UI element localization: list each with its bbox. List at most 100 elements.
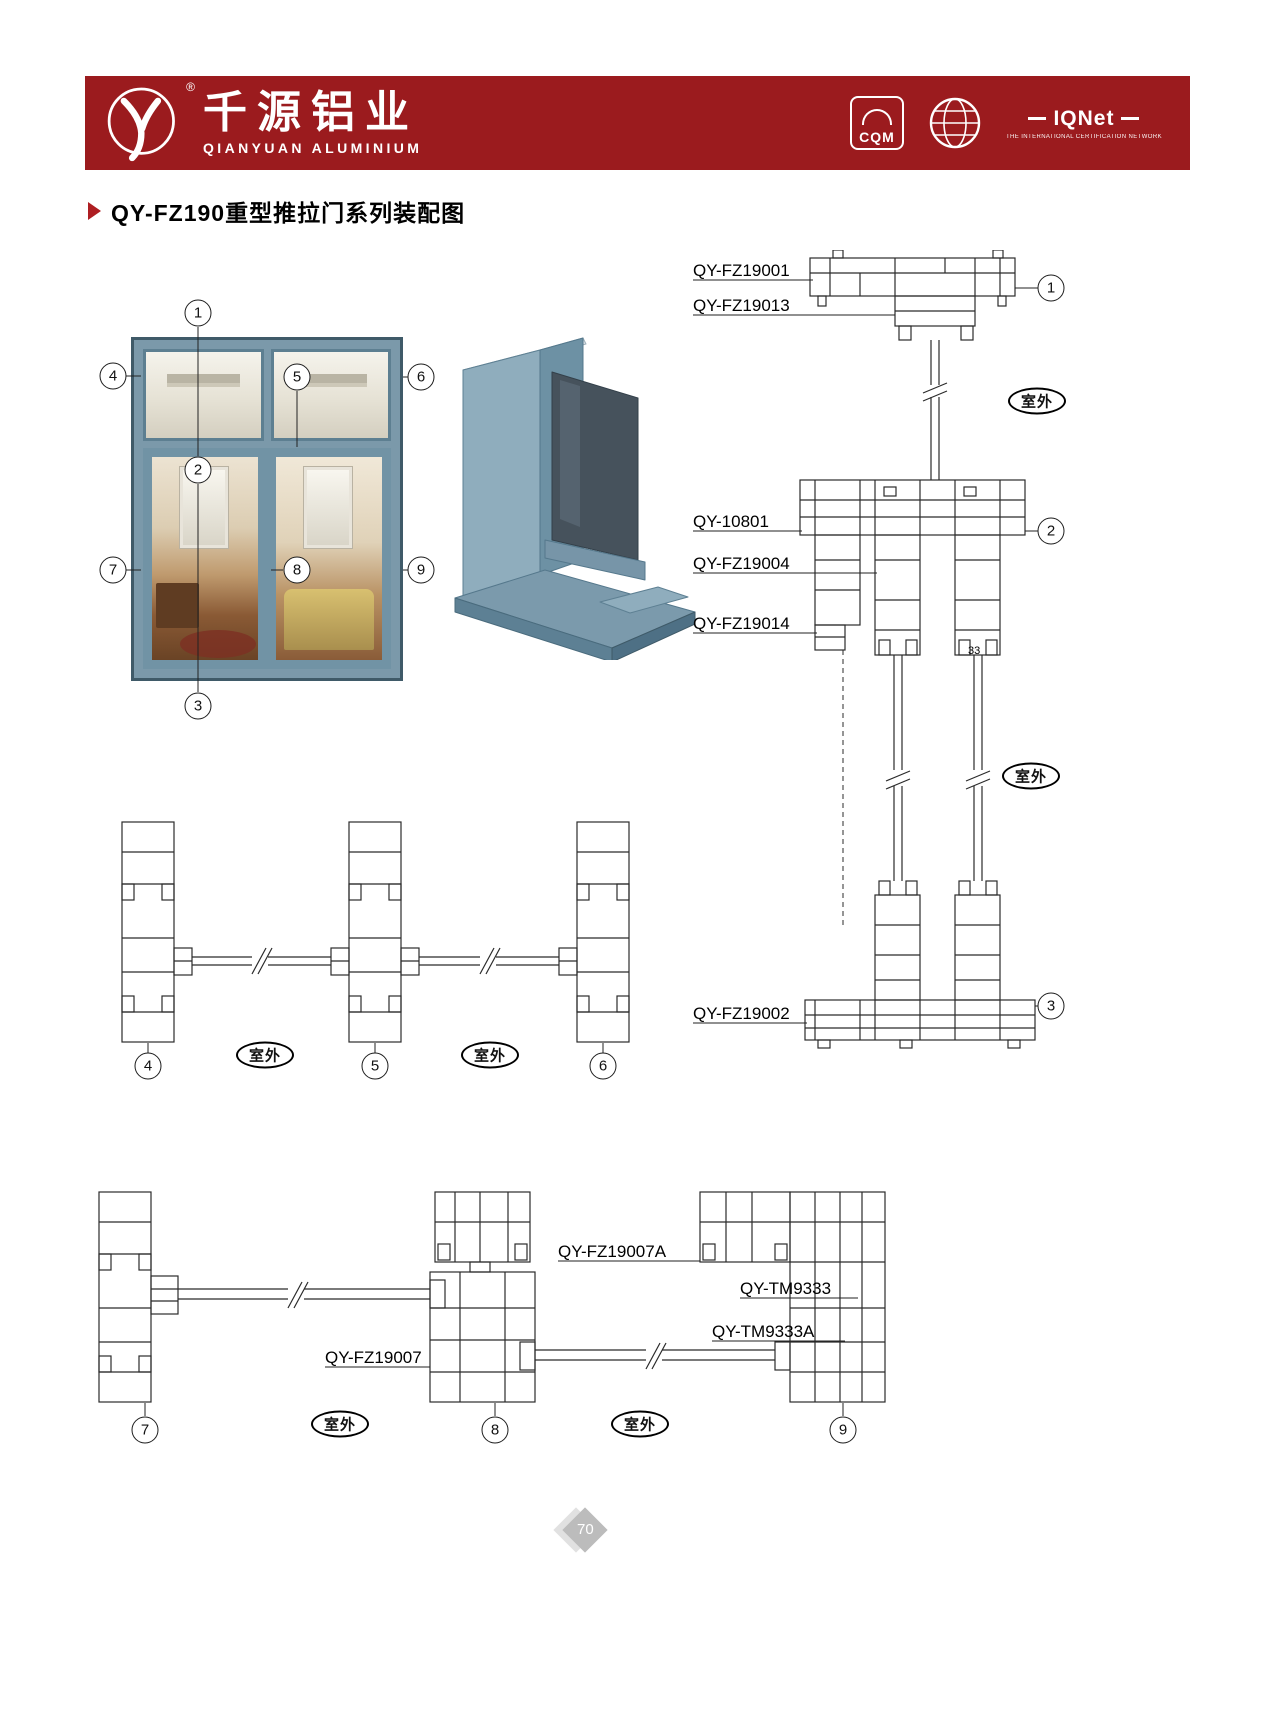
section-callout-7: 7 [131, 1416, 159, 1444]
glass-run-left [192, 947, 331, 975]
jamb-profile-6 [558, 821, 630, 1043]
cqm-cert-badge: CQM [849, 96, 904, 150]
callout-number: 5 [292, 368, 302, 386]
page-title: QY-FZ190重型推拉门系列装配图 [111, 200, 466, 226]
cert-area: CQM IQNet THE INTERNATIONAL CERTIFICATIO… [849, 96, 1162, 150]
part-label-10801: QY-10801 [693, 512, 769, 531]
part-label-fz19007: QY-FZ19007 [325, 1348, 422, 1367]
part-label-fz19014: QY-FZ19014 [693, 614, 790, 633]
cqm-badge-frame-icon: CQM [849, 96, 904, 150]
callout-9: 9 [407, 556, 435, 584]
interior-photo-left [152, 457, 258, 660]
part-label-tm9333: QY-TM9333 [740, 1279, 832, 1298]
section-callout-5: 5 [361, 1052, 389, 1080]
jamb-profile-7 [98, 1191, 179, 1403]
interlock-profile-8 [429, 1191, 536, 1403]
brand-text: 千源铝业 QIANYUAN ALUMINIUM [203, 88, 422, 156]
outdoor-label: 室外 [473, 1047, 506, 1065]
sliding-sash-right [267, 448, 391, 669]
photo-ceiling-vent [166, 374, 240, 383]
part-label-fz19001: QY-FZ19001 [693, 261, 790, 280]
head-sash-profile [894, 295, 976, 341]
section-callout-8: 8 [481, 1416, 509, 1444]
callout-number: 3 [1046, 997, 1056, 1015]
callout-number: 1 [193, 304, 203, 322]
iqnet-subtitle: THE INTERNATIONAL CERTIFICATION NETWORK [1005, 133, 1162, 140]
section-callout-6: 6 [589, 1052, 617, 1080]
callout-number: 5 [370, 1057, 380, 1075]
section-callout-9: 9 [829, 1416, 857, 1444]
callout-number: 7 [140, 1421, 150, 1439]
cqm-label: CQM [859, 129, 895, 145]
section-bullet-icon [88, 202, 101, 220]
jamb-profile-4 [121, 821, 193, 1043]
callout-number: 1 [1046, 279, 1056, 297]
brand-logo-swoosh-icon [107, 87, 175, 162]
outdoor-badge: 室外 [236, 1041, 294, 1069]
iqnet-dash-icon [1121, 117, 1140, 120]
bottom-track-profile [804, 999, 1036, 1049]
transom-pane-left [143, 349, 264, 441]
page-number-badge: 70 [553, 1507, 612, 1556]
cqm-laurel-icon [861, 109, 892, 125]
callout-7: 7 [99, 556, 127, 584]
part-label-tm9333a: QY-TM9333A [712, 1322, 815, 1341]
callout-1: 1 [184, 299, 212, 327]
brand-area: ® 千源铝业 QIANYUAN ALUMINIUM [99, 80, 422, 166]
part-label-fz19007a: QY-FZ19007A [558, 1242, 667, 1261]
upper-glass [922, 340, 948, 480]
globe-icon [929, 97, 981, 149]
transom-pane-right [270, 349, 391, 441]
horizontal-section-top-drawing [121, 821, 630, 1043]
section-callout-1: 1 [1037, 274, 1065, 302]
iqnet-row: IQNet [1028, 106, 1140, 131]
callout-number: 3 [193, 697, 203, 715]
overlap-profile-top [699, 1191, 791, 1263]
window-sashes [143, 448, 391, 669]
outdoor-badge: 室外 [1002, 762, 1060, 790]
callout-2: 2 [184, 456, 212, 484]
callout-number: 9 [838, 1421, 848, 1439]
sash-column-right [954, 534, 1001, 1001]
horizontal-section-bottom-drawing [98, 1191, 886, 1403]
section-callout-4: 4 [134, 1052, 162, 1080]
callout-number: 2 [193, 461, 203, 479]
profile-3d-render [454, 337, 696, 660]
photo-bed [284, 588, 374, 650]
section-callout-2: 2 [1037, 517, 1065, 545]
section-callout-3: 3 [1037, 992, 1065, 1020]
callout-3: 3 [184, 692, 212, 720]
header-band: ® 千源铝业 QIANYUAN ALUMINIUM CQM [85, 76, 1190, 170]
glass-run-right [419, 947, 559, 975]
callout-number: 4 [143, 1057, 153, 1075]
callout-number: 9 [416, 561, 426, 579]
outdoor-label: 室外 [1014, 768, 1047, 786]
outdoor-label: 室外 [323, 1416, 356, 1434]
callout-6: 6 [407, 363, 435, 391]
brand-name-cn: 千源铝业 [203, 88, 419, 138]
iqnet-label: IQNet [1053, 106, 1115, 130]
outdoor-badge: 室外 [461, 1041, 519, 1069]
callout-number: 2 [1046, 522, 1056, 540]
glass-run-a [178, 1281, 430, 1309]
outdoor-label: 室外 [623, 1416, 656, 1434]
globe-cert-badge [928, 96, 982, 150]
vertical-section-drawing [799, 250, 1036, 1049]
outdoor-badge: 室外 [311, 1410, 369, 1438]
mullion-profile-5 [330, 821, 420, 1043]
photo-rug [179, 629, 256, 658]
profile-3d-shapes [454, 337, 696, 660]
mid-frame-profile [799, 479, 1026, 536]
iqnet-cert-badge: IQNet THE INTERNATIONAL CERTIFICATION NE… [1006, 107, 1162, 140]
callout-4: 4 [99, 362, 127, 390]
callout-number: 8 [490, 1421, 500, 1439]
registered-mark: ® [186, 80, 195, 94]
callout-number: 6 [416, 368, 426, 386]
iqnet-dash-icon [1028, 117, 1047, 120]
window-transom [143, 349, 391, 441]
part-label-fz19013: QY-FZ19013 [693, 296, 790, 315]
outdoor-badge: 室外 [611, 1410, 669, 1438]
interlock-profile [814, 534, 861, 925]
brand-logo-icon: ® [99, 80, 195, 166]
